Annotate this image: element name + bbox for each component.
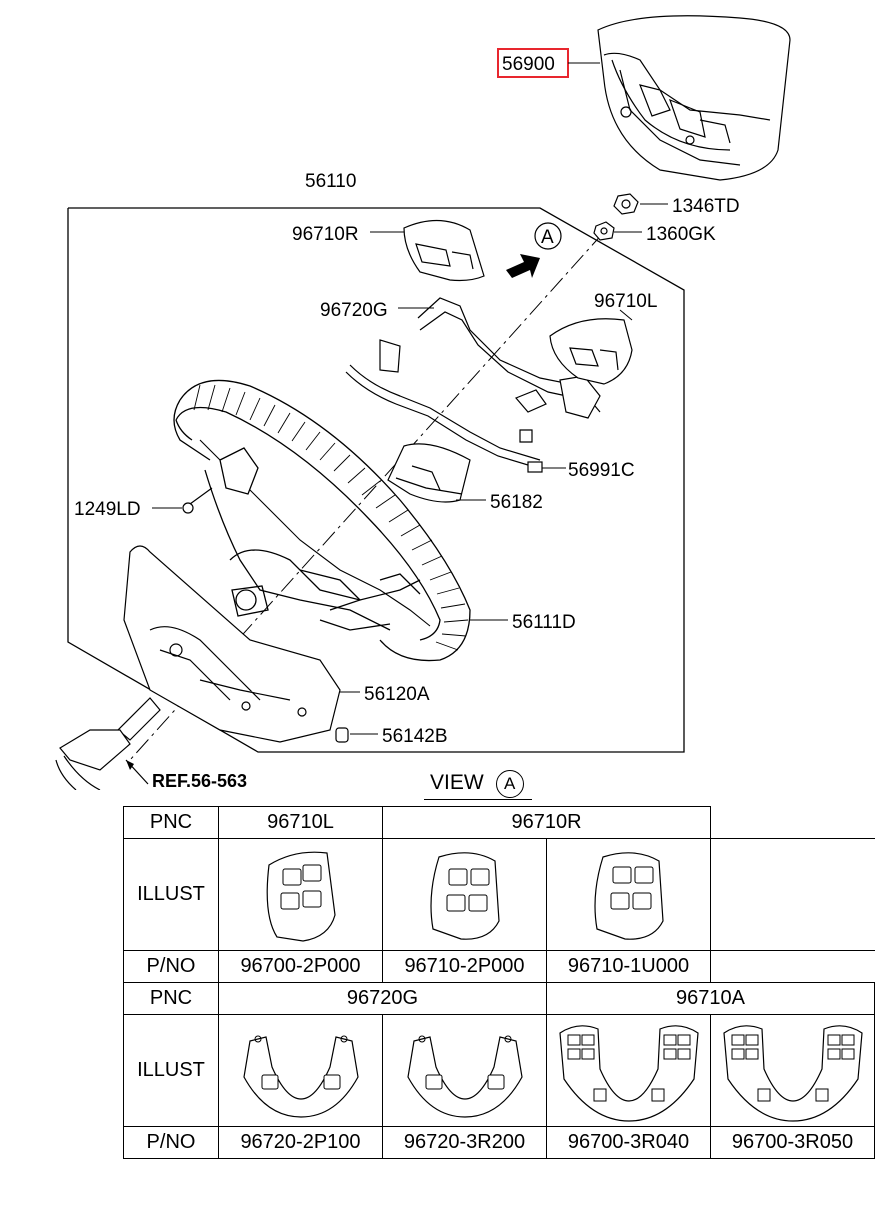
bracket-illustration <box>242 1035 359 1118</box>
illust-label: ILLUST <box>123 1014 219 1127</box>
callout-1249ld: 1249LD <box>74 499 141 520</box>
pno-label: P/NO <box>123 950 219 983</box>
pno-cell: 96710-1U000 <box>546 950 711 983</box>
callout-1360gk: 1360GK <box>646 224 716 245</box>
pnc-label: PNC <box>123 982 219 1015</box>
switch-right-illustration <box>429 851 500 940</box>
view-marker: A <box>495 770 524 798</box>
table-row: PNC 96710L 96710R <box>123 806 875 839</box>
illust-switch-right-a <box>382 838 547 951</box>
illust-assembly-a <box>546 1014 711 1127</box>
pnc-label: PNC <box>123 806 219 839</box>
empty-cell <box>710 838 875 951</box>
lower-cover-56120a <box>123 545 341 743</box>
illust-assembly-b <box>710 1014 875 1127</box>
callout-56110: 56110 <box>305 171 356 192</box>
pno-cell: 96720-3R200 <box>382 1126 547 1159</box>
plug-56142b <box>335 727 349 743</box>
steering-wheel-rim <box>173 379 471 662</box>
pnc-cell-96710a: 96710A <box>546 982 875 1015</box>
empty-cell <box>710 950 875 983</box>
pno-cell: 96700-2P000 <box>218 950 383 983</box>
pnc-cell-96710l: 96710L <box>218 806 383 839</box>
callout-56142b: 56142B <box>382 726 448 747</box>
callout-1346td: 1346TD <box>672 196 740 217</box>
callout-96710r: 96710R <box>292 224 359 245</box>
callout-96710l: 96710L <box>594 291 657 312</box>
view-label: VIEW <box>430 771 484 794</box>
pno-label: P/NO <box>123 1126 219 1159</box>
view-arrow-marker: A <box>541 227 554 248</box>
exploded-parts-diagram: A <box>55 15 791 790</box>
pno-cell: 96710-2P000 <box>382 950 547 983</box>
pno-cell: 96700-3R050 <box>710 1126 875 1159</box>
table-row: ILLUST <box>123 838 875 951</box>
bolt-1249ld <box>182 487 213 514</box>
pno-cell: 96720-2P100 <box>218 1126 383 1159</box>
illust-switch-right-b <box>546 838 711 951</box>
illust-label: ILLUST <box>123 838 219 951</box>
callout-96720g: 96720G <box>320 300 388 321</box>
callout-56182: 56182 <box>490 492 543 513</box>
callout-56120a: 56120A <box>364 684 430 705</box>
switch-bracket-96720g <box>345 297 601 469</box>
steering-column <box>55 697 161 790</box>
pnc-cell-96710r: 96710R <box>382 806 711 839</box>
switch-96710r <box>403 219 485 282</box>
view-title: VIEW A <box>430 770 524 798</box>
connector-56991c <box>527 461 543 473</box>
callout-56111d: 56111D <box>512 612 576 633</box>
callout-56900: 56900 <box>502 54 555 75</box>
view-arrow: A <box>506 222 562 278</box>
bracket-illustration <box>406 1035 523 1118</box>
illust-switch-left <box>218 838 383 951</box>
table-row: P/NO 96720-2P100 96720-3R200 96700-3R040… <box>123 1126 875 1159</box>
airbag-module <box>597 15 791 181</box>
empty-cell <box>710 806 875 839</box>
pno-cell: 96700-3R040 <box>546 1126 711 1159</box>
table-row: PNC 96720G 96710A <box>123 982 875 1015</box>
illust-bracket-a <box>218 1014 383 1127</box>
nut-1360gk <box>593 221 615 241</box>
switch-96710l <box>549 318 633 385</box>
assembly-frame <box>67 207 685 753</box>
ref-callout: REF.56-563 <box>152 771 247 790</box>
switch-assembly-illustration <box>722 1024 863 1122</box>
parts-table: PNC 96710L 96710R ILLUST <box>123 806 875 1159</box>
table-row: P/NO 96700-2P000 96710-2P000 96710-1U000 <box>123 950 875 983</box>
switch-right-illustration <box>593 851 664 940</box>
damper-56182 <box>387 443 471 503</box>
illust-bracket-b <box>382 1014 547 1127</box>
switch-assembly-illustration <box>558 1024 699 1122</box>
table-row: ILLUST <box>123 1014 875 1127</box>
callout-56991c: 56991C <box>568 460 635 481</box>
view-underline <box>424 799 532 800</box>
pnc-cell-96720g: 96720G <box>218 982 547 1015</box>
nut-1346td <box>613 193 639 215</box>
switch-left-illustration <box>266 851 336 942</box>
